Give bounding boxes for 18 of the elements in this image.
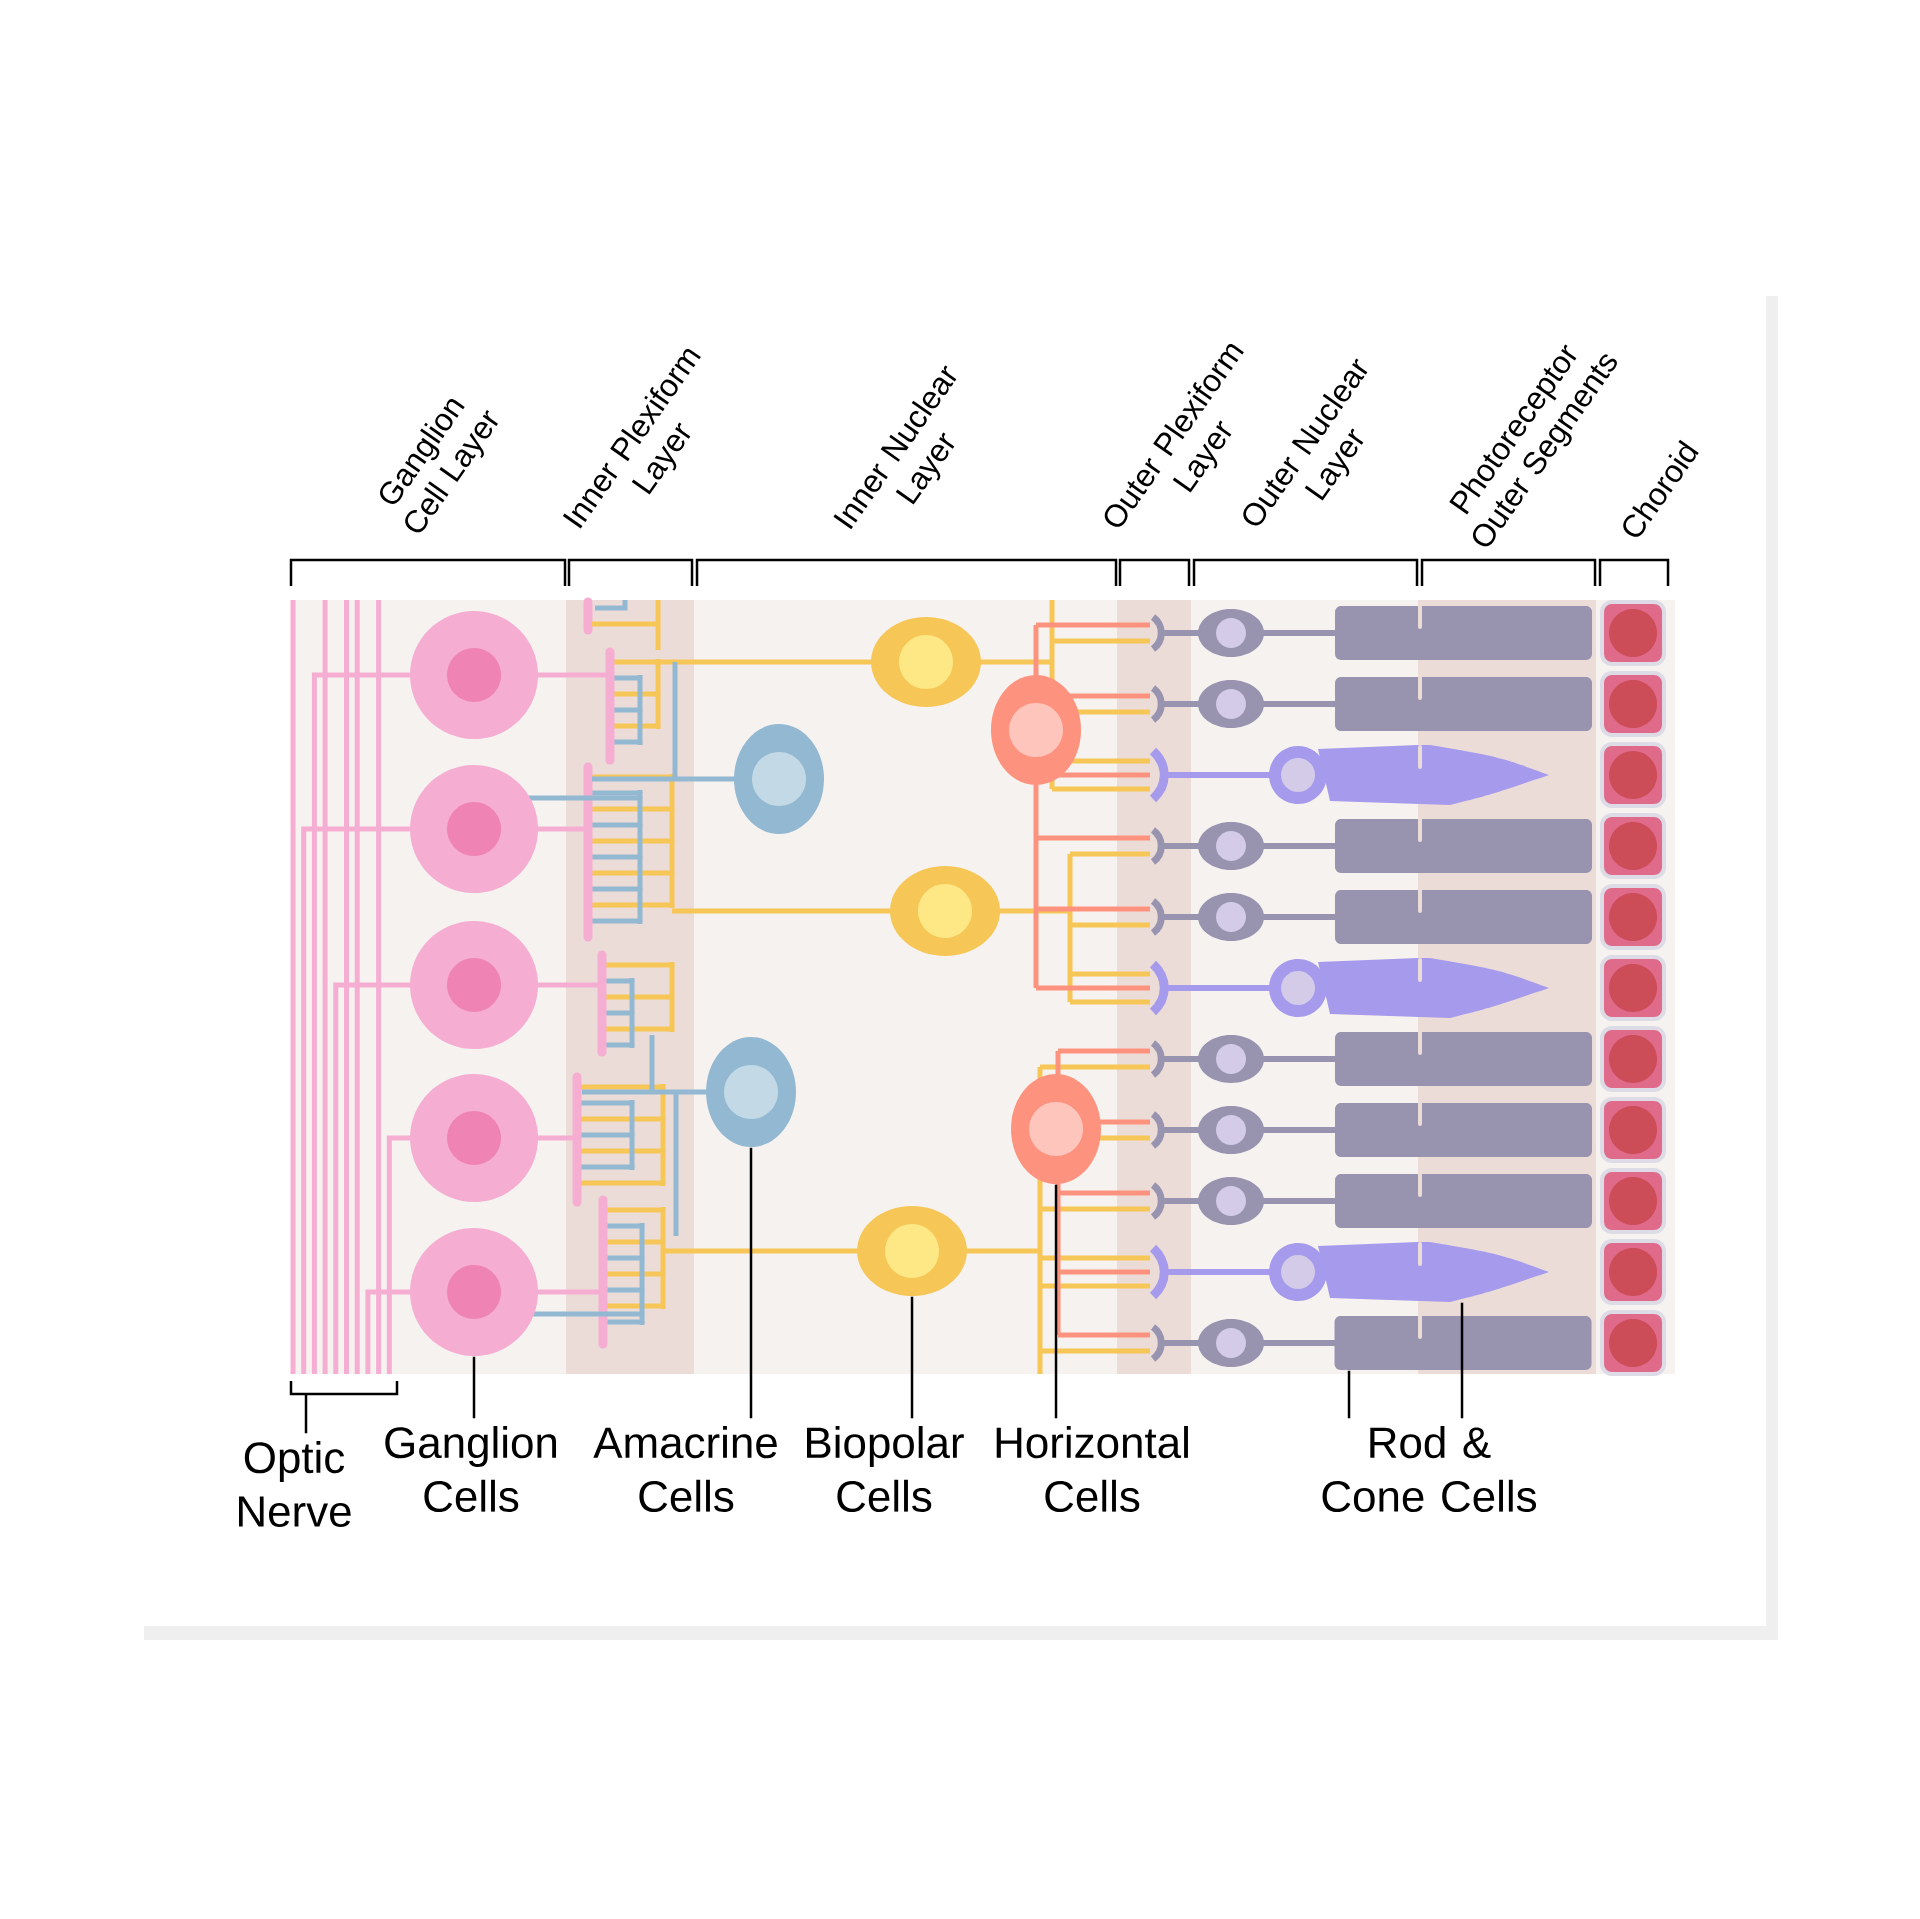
leader-line — [749, 1147, 753, 1419]
leader-line — [472, 1356, 476, 1419]
leader-line — [910, 1296, 914, 1419]
cell-label: Amacrine Cells — [593, 1426, 777, 1513]
cell-label: Rod & Cone Cells — [1322, 1426, 1537, 1513]
rod-cell — [1334, 1314, 1592, 1370]
cell-label: Horizontal Cells — [996, 1426, 1188, 1513]
ganglion-cell — [410, 1228, 538, 1356]
leader-line — [1460, 1302, 1464, 1419]
leader-line — [1054, 1184, 1058, 1419]
cell-label: Biopolar Cells — [807, 1426, 964, 1513]
cell-label: Optic Nerve — [239, 1441, 351, 1528]
bipolar-cell — [857, 1206, 967, 1296]
amacrine-cell — [706, 1037, 796, 1147]
leader-line — [1347, 1370, 1351, 1419]
horizontal-cell — [1011, 1074, 1101, 1184]
cell-label: Ganglion Cells — [385, 1426, 556, 1513]
leader-line — [304, 1394, 308, 1434]
